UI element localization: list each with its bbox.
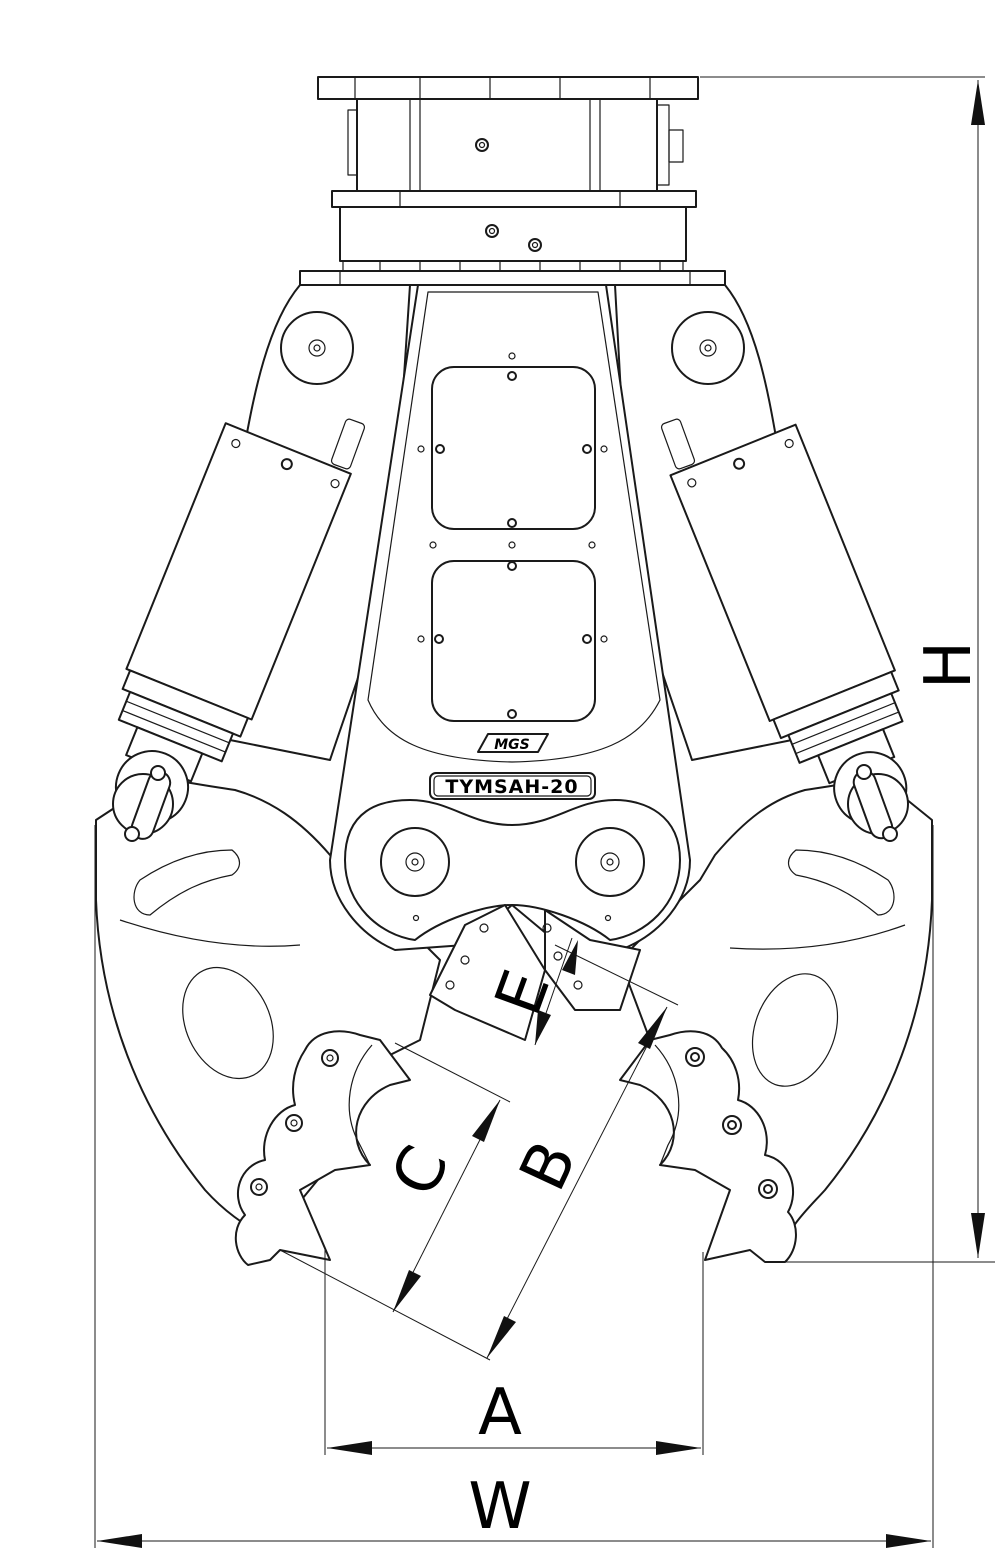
- mgs-badge-text: MGS: [494, 737, 530, 753]
- rotator-mount: [299, 76, 726, 286]
- left-tooth-plate: [234, 1030, 411, 1266]
- cutter-inserts: [429, 904, 641, 1041]
- mgs-badge: MGS: [477, 733, 549, 753]
- hydraulic-fittings: [330, 418, 696, 470]
- dimension-h-label: H: [912, 641, 986, 689]
- dimension-w: W: [94, 825, 934, 1548]
- dimension-w-label: W: [468, 1470, 531, 1544]
- left-hydraulic-cylinder: [112, 422, 352, 842]
- dimension-b-label: B: [506, 1131, 592, 1202]
- right-hydraulic-cylinder: [669, 423, 909, 842]
- model-plate-text: TYMSAH-20: [445, 776, 578, 798]
- model-plate: TYMSAH-20: [429, 772, 596, 800]
- dimension-h: H: [700, 76, 995, 1263]
- dimension-a: A: [324, 1248, 704, 1455]
- central-frame: [329, 284, 691, 951]
- pivot-pin-housings: [344, 799, 681, 941]
- right-tooth-plate: [619, 1030, 797, 1263]
- dimension-a-label: A: [478, 1376, 522, 1450]
